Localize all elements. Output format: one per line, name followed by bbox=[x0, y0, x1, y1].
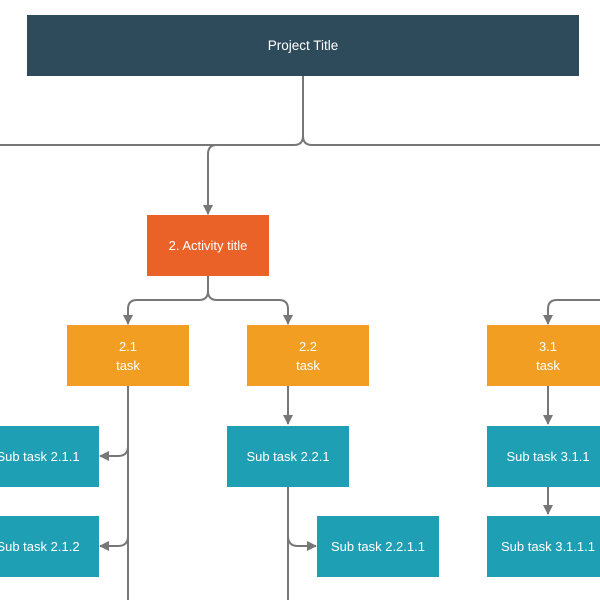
activity-2-box[interactable]: 2. Activity title bbox=[147, 215, 269, 276]
connector-activity-task-2-1 bbox=[123, 276, 209, 325]
connector-subtask-2-1-2 bbox=[99, 535, 129, 551]
task-2-2-number: 2.2 bbox=[298, 338, 318, 354]
task-3-1-box[interactable]: 3.1 task bbox=[487, 325, 600, 386]
connector-subtask-2-2-1-1 bbox=[287, 535, 317, 551]
subtask-2-2-1-1-label: Sub task 2.2.1.1 bbox=[331, 539, 425, 554]
project-title-box[interactable]: Project Title bbox=[27, 15, 579, 76]
subtask-2-2-1-1-box[interactable]: Sub task 2.2.1.1 bbox=[317, 516, 439, 577]
subtask-3-1-1-label: Sub task 3.1.1 bbox=[506, 449, 590, 464]
connector-task-3-1 bbox=[543, 299, 600, 325]
task-2-1-box[interactable]: 2.1 task bbox=[67, 325, 189, 386]
connector-bus-activity bbox=[203, 144, 218, 215]
task-3-1-number: 3.1 bbox=[538, 338, 558, 354]
task-2-1-number: 2.1 bbox=[118, 338, 138, 354]
subtask-2-1-1-box[interactable]: Sub task 2.1.1 bbox=[0, 426, 99, 487]
subtask-2-2-1-label: Sub task 2.2.1 bbox=[246, 449, 330, 464]
task-2-1-label: task bbox=[116, 357, 140, 373]
subtask-2-2-1-box[interactable]: Sub task 2.2.1 bbox=[227, 426, 349, 487]
subtask-3-1-1-1-label: Sub task 3.1.1.1 bbox=[501, 539, 595, 554]
connector-subtask-2-1-1 bbox=[99, 445, 129, 461]
connector-activity-task-2-2 bbox=[207, 290, 293, 325]
task-2-2-box[interactable]: 2.2 task bbox=[247, 325, 369, 386]
activity-2-label: 2. Activity title bbox=[168, 238, 248, 253]
subtask-2-1-2-box[interactable]: Sub task 2.1.2 bbox=[0, 516, 99, 577]
subtask-2-1-1-label: Sub task 2.1.1 bbox=[0, 449, 80, 464]
connector-root-bus bbox=[0, 76, 304, 146]
subtask-2-1-2-label: Sub task 2.1.2 bbox=[0, 539, 80, 554]
connector-root-bus-right bbox=[302, 135, 600, 146]
subtask-3-1-1-box[interactable]: Sub task 3.1.1 bbox=[487, 426, 600, 487]
subtask-3-1-1-1-box[interactable]: Sub task 3.1.1.1 bbox=[487, 516, 600, 577]
task-2-2-label: task bbox=[296, 357, 320, 373]
project-title-label: Project Title bbox=[267, 38, 339, 53]
task-3-1-label: task bbox=[536, 357, 560, 373]
